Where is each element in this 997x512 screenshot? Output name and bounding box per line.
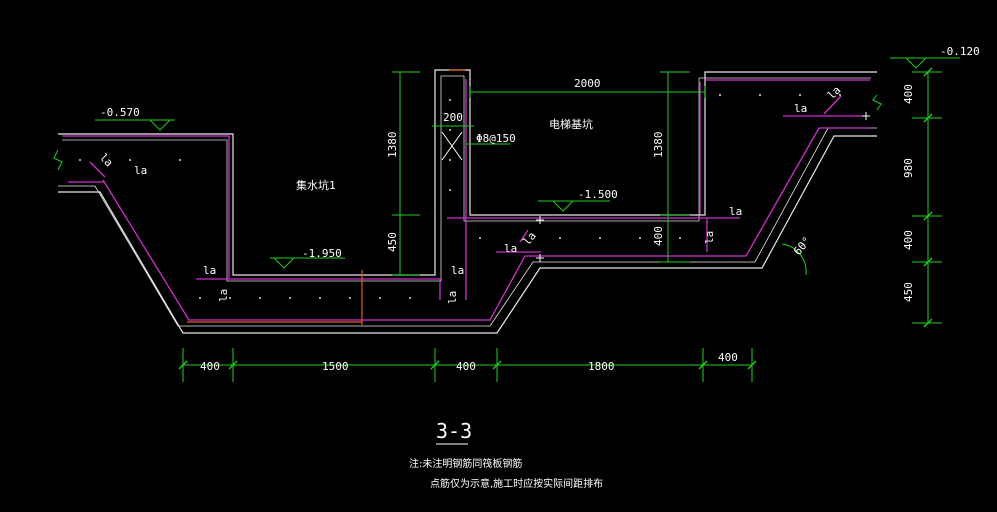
dim-right-upper: 1380	[652, 132, 665, 159]
rebar-dots	[79, 94, 841, 299]
dim-bottom-4: 1800	[588, 360, 615, 373]
dim-right-3: 400	[902, 230, 915, 250]
dim-right-4: 450	[902, 282, 915, 302]
elevation-bottom: -1.950	[302, 247, 342, 260]
dim-right-2: 980	[902, 158, 915, 178]
pit-labels: 集水坑1 电梯基坑	[296, 117, 593, 192]
note-line-2: 点筋仅为示意,施工时应按实际间距排布	[430, 477, 603, 490]
la-label: la	[703, 231, 716, 244]
elevation-labels: -0.570 -0.120 -1.500 -1.950	[100, 45, 980, 260]
elevation-markers	[95, 57, 960, 269]
la-label: la	[504, 242, 517, 255]
section-title: 3-3	[436, 419, 472, 443]
dim-bottom-1: 400	[200, 360, 220, 373]
dim-bottom-3: 400	[456, 360, 476, 373]
la-label: la	[217, 289, 230, 302]
elevation-top-left: -0.570	[100, 106, 140, 119]
la-label: la	[520, 229, 538, 248]
rebar-spec-label: Φ8@150	[476, 132, 516, 145]
la-label: la	[97, 151, 116, 170]
concrete-outline	[58, 69, 877, 334]
la-label: la	[203, 264, 216, 277]
cross-marks	[441, 112, 870, 262]
la-label: la	[446, 291, 459, 304]
dimension-labels-bottom: 400 1500 400 1800 400	[200, 351, 738, 373]
inner-lines	[62, 75, 871, 282]
dimension-labels-inner: 2000 200 1380 450 1380 400	[386, 77, 665, 252]
bottom-rebar-orange	[187, 69, 465, 325]
la-label: la	[729, 205, 742, 218]
dim-right-lower: 400	[652, 226, 665, 246]
dim-top-span: 2000	[574, 77, 601, 90]
dim-wall-thick: 200	[443, 111, 463, 124]
la-label: la	[794, 102, 807, 115]
la-label: la	[134, 164, 147, 177]
rebar-lines	[62, 79, 870, 321]
la-label: la	[451, 264, 464, 277]
note-line-1: 注:未注明钢筋同筏板钢筋	[409, 457, 522, 470]
dim-bottom-5: 400	[718, 351, 738, 364]
elevation-mid: -1.500	[578, 188, 618, 201]
angle-label: 60°	[791, 234, 814, 258]
pit-label-left: 集水坑1	[296, 178, 336, 192]
dimension-ticks	[178, 67, 933, 370]
dim-left-upper: 1380	[386, 132, 399, 159]
break-marks	[53, 94, 882, 171]
dim-left-lower: 450	[386, 232, 399, 252]
dimension-labels-right: 400 980 400 450	[902, 84, 915, 302]
dim-right-1: 400	[902, 84, 915, 104]
dim-bottom-2: 1500	[322, 360, 349, 373]
la-label: la	[825, 84, 844, 103]
elevation-top-right: -0.120	[940, 45, 980, 58]
pit-label-right: 电梯基坑	[549, 117, 593, 131]
